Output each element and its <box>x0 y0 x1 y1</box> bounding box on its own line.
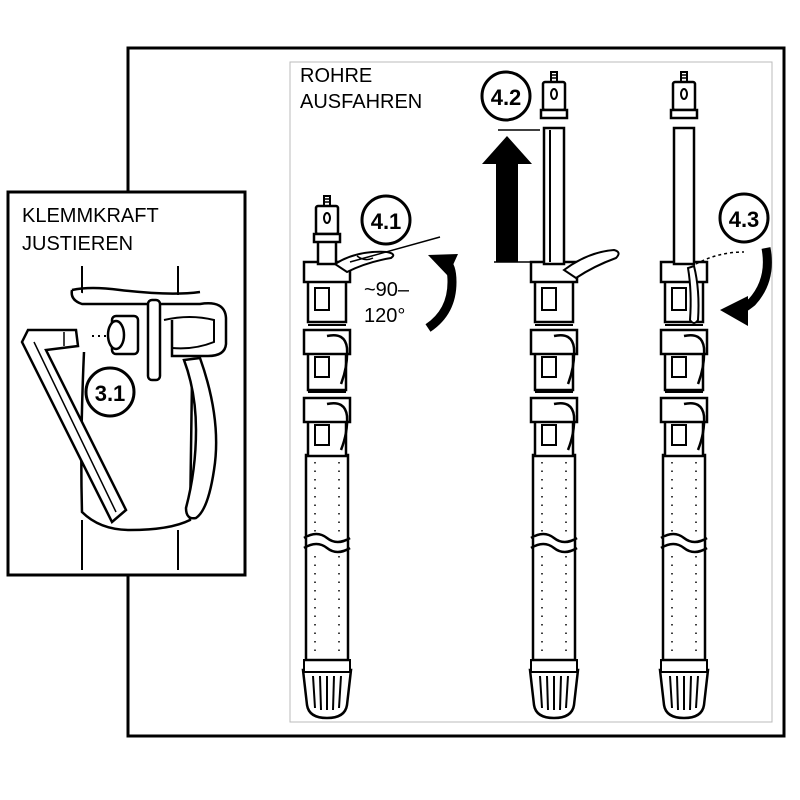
step-badge-4-2: 4.2 <box>480 70 532 122</box>
angle-label-line1: ~90– <box>364 279 410 301</box>
inset-heading-line1: KLEMMKRAFT <box>22 205 159 227</box>
step-badge-4-2-label: 4.2 <box>491 85 522 110</box>
step-badge-3-1: 3.1 <box>84 366 136 418</box>
pole-step-4-1 <box>301 194 395 720</box>
step-badge-4-1-label: 4.1 <box>371 209 402 234</box>
pole-step-4-2 <box>528 70 620 720</box>
arrow-up-icon <box>482 136 532 262</box>
curved-arrow-down-icon <box>720 247 772 326</box>
step-badge-4-3: 4.3 <box>718 192 770 244</box>
step-badge-4-1: 4.1 <box>360 194 412 246</box>
angle-label-line2: 120° <box>364 305 405 327</box>
curved-arrow-up-icon <box>425 254 458 332</box>
inset-heading-line2: JUSTIEREN <box>22 233 133 255</box>
main-panel-inner-frame <box>289 61 773 723</box>
step-badge-3-1-label: 3.1 <box>95 381 126 406</box>
main-heading-line2: AUSFAHREN <box>300 91 422 113</box>
allen-key-icon <box>20 328 128 524</box>
main-heading-line1: ROHRE <box>300 65 372 87</box>
pole-step-4-3 <box>658 70 745 720</box>
lever-angle-line <box>349 236 441 263</box>
step-badge-4-3-label: 4.3 <box>729 207 760 232</box>
